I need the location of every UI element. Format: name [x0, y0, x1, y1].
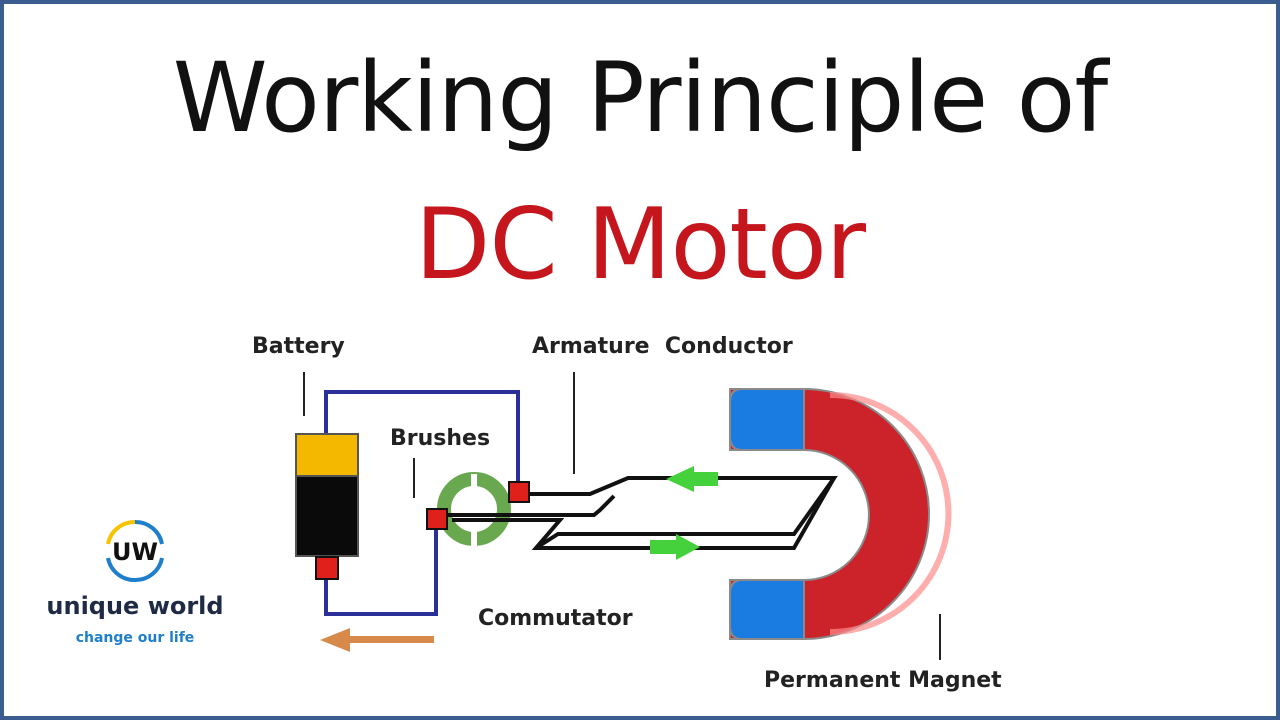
label-armature-conductor: Armature Conductor [532, 334, 793, 359]
brush-left [426, 508, 448, 530]
channel-logo: UW unique world change our life [40, 512, 230, 652]
battery-icon [295, 433, 359, 580]
title-line-dc-motor: DC Motor [414, 188, 866, 302]
armature-conductor [447, 476, 838, 550]
logo-name: unique world [46, 592, 224, 620]
commutator-icon [437, 472, 511, 546]
force-arrow-bottom [650, 534, 700, 560]
label-commutator: Commutator [478, 606, 633, 631]
circuit-wire-bottom [324, 519, 438, 616]
label-brushes: Brushes [390, 426, 491, 451]
brush-right [508, 481, 530, 503]
title-line-working-principle: Working Principle of [172, 42, 1108, 154]
unique-world-logo-icon: UW [106, 519, 164, 583]
permanent-magnet-icon [729, 388, 952, 640]
circuit-wire [324, 390, 520, 490]
logo-monogram: UW [112, 538, 158, 566]
force-arrow-top [666, 466, 718, 492]
label-battery: Battery [252, 334, 345, 359]
logo-tagline: change our life [75, 630, 195, 646]
current-arrow [320, 628, 434, 652]
label-permanent-magnet: Permanent Magnet [764, 668, 1002, 693]
